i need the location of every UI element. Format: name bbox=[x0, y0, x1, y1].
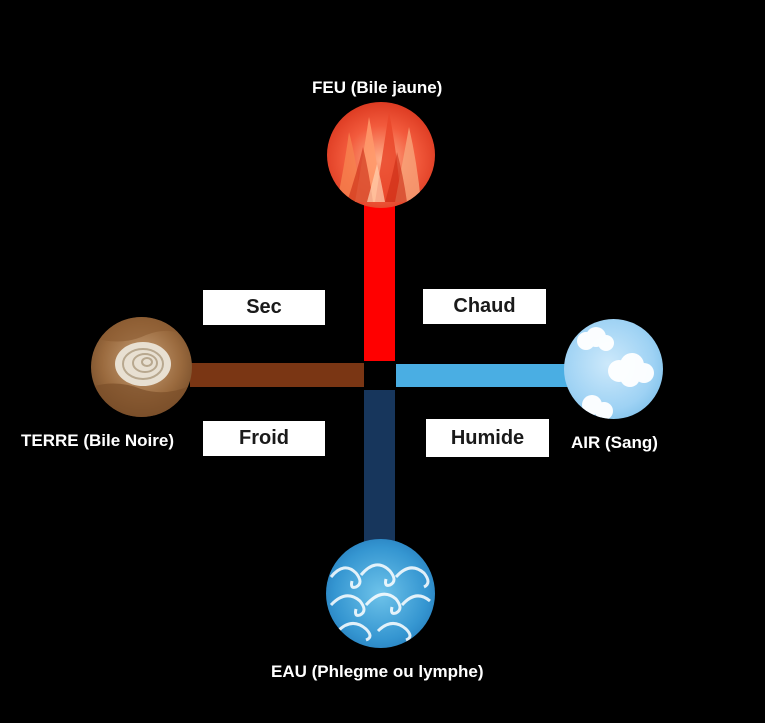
earth-bar bbox=[190, 363, 364, 387]
shell-stone-icon bbox=[91, 317, 192, 417]
wave-icon bbox=[326, 539, 435, 648]
quality-chaud: Chaud bbox=[423, 289, 546, 324]
quality-humide-label: Humide bbox=[450, 426, 525, 449]
quality-sec: Sec bbox=[203, 290, 325, 325]
fire-bar bbox=[364, 205, 395, 361]
air-label: AIR (Sang) bbox=[571, 433, 658, 452]
center-junction bbox=[364, 361, 395, 390]
water-label: EAU (Phlegme ou lymphe) bbox=[271, 662, 484, 681]
quality-humide: Humide bbox=[426, 419, 549, 457]
fire-element bbox=[327, 102, 435, 208]
air-bar bbox=[396, 364, 568, 387]
cloud-icon bbox=[564, 319, 663, 419]
earth-label: TERRE (Bile Noire) bbox=[21, 431, 175, 450]
fire-label: FEU (Bile jaune) bbox=[312, 78, 443, 97]
water-element bbox=[326, 539, 435, 648]
fire-icon bbox=[327, 102, 435, 208]
quality-froid: Froid bbox=[203, 421, 325, 456]
earth-element bbox=[91, 317, 192, 417]
water-bar bbox=[364, 390, 395, 542]
quality-froid-label: Froid bbox=[239, 427, 289, 449]
quality-chaud-label: Chaud bbox=[453, 295, 516, 317]
quality-sec-label: Sec bbox=[246, 296, 282, 318]
air-element bbox=[564, 319, 663, 419]
